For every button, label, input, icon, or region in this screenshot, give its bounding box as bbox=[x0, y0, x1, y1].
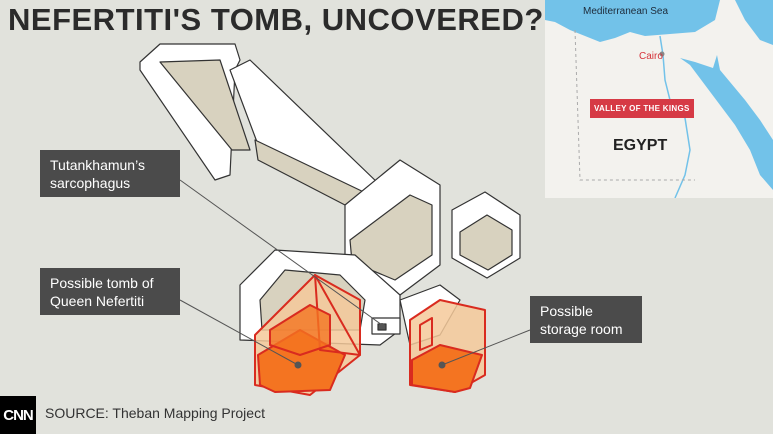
storage-room-floor bbox=[411, 344, 483, 393]
source-credit: SOURCE: Theban Mapping Project bbox=[45, 405, 265, 421]
label-sarcophagus: Tutankhamun’s sarcophagus bbox=[40, 150, 180, 197]
map-marker-valley-of-the-kings: VALLEY OF THE KINGS bbox=[590, 99, 694, 118]
cnn-logo: CNN bbox=[0, 396, 36, 434]
map-label-cairo: Cairo bbox=[639, 51, 663, 62]
map-label-egypt: EGYPT bbox=[613, 137, 668, 154]
nefertiti-inner-room bbox=[269, 304, 331, 356]
red-sea bbox=[680, 55, 773, 190]
map-graphic bbox=[545, 0, 773, 198]
cairo-dot bbox=[659, 51, 665, 57]
egypt-map: Mediterranean Sea Cairo VALLEY OF THE KI… bbox=[545, 0, 773, 198]
page-title: NEFERTITI'S TOMB, UNCOVERED? bbox=[8, 2, 544, 37]
label-nefertiti-tomb: Possible tomb of Queen Nefertiti bbox=[40, 268, 180, 315]
mediterranean-sea bbox=[545, 0, 720, 42]
label-storage-room: Possible storage room bbox=[530, 296, 642, 343]
map-label-sea: Mediterranean Sea bbox=[583, 6, 669, 17]
